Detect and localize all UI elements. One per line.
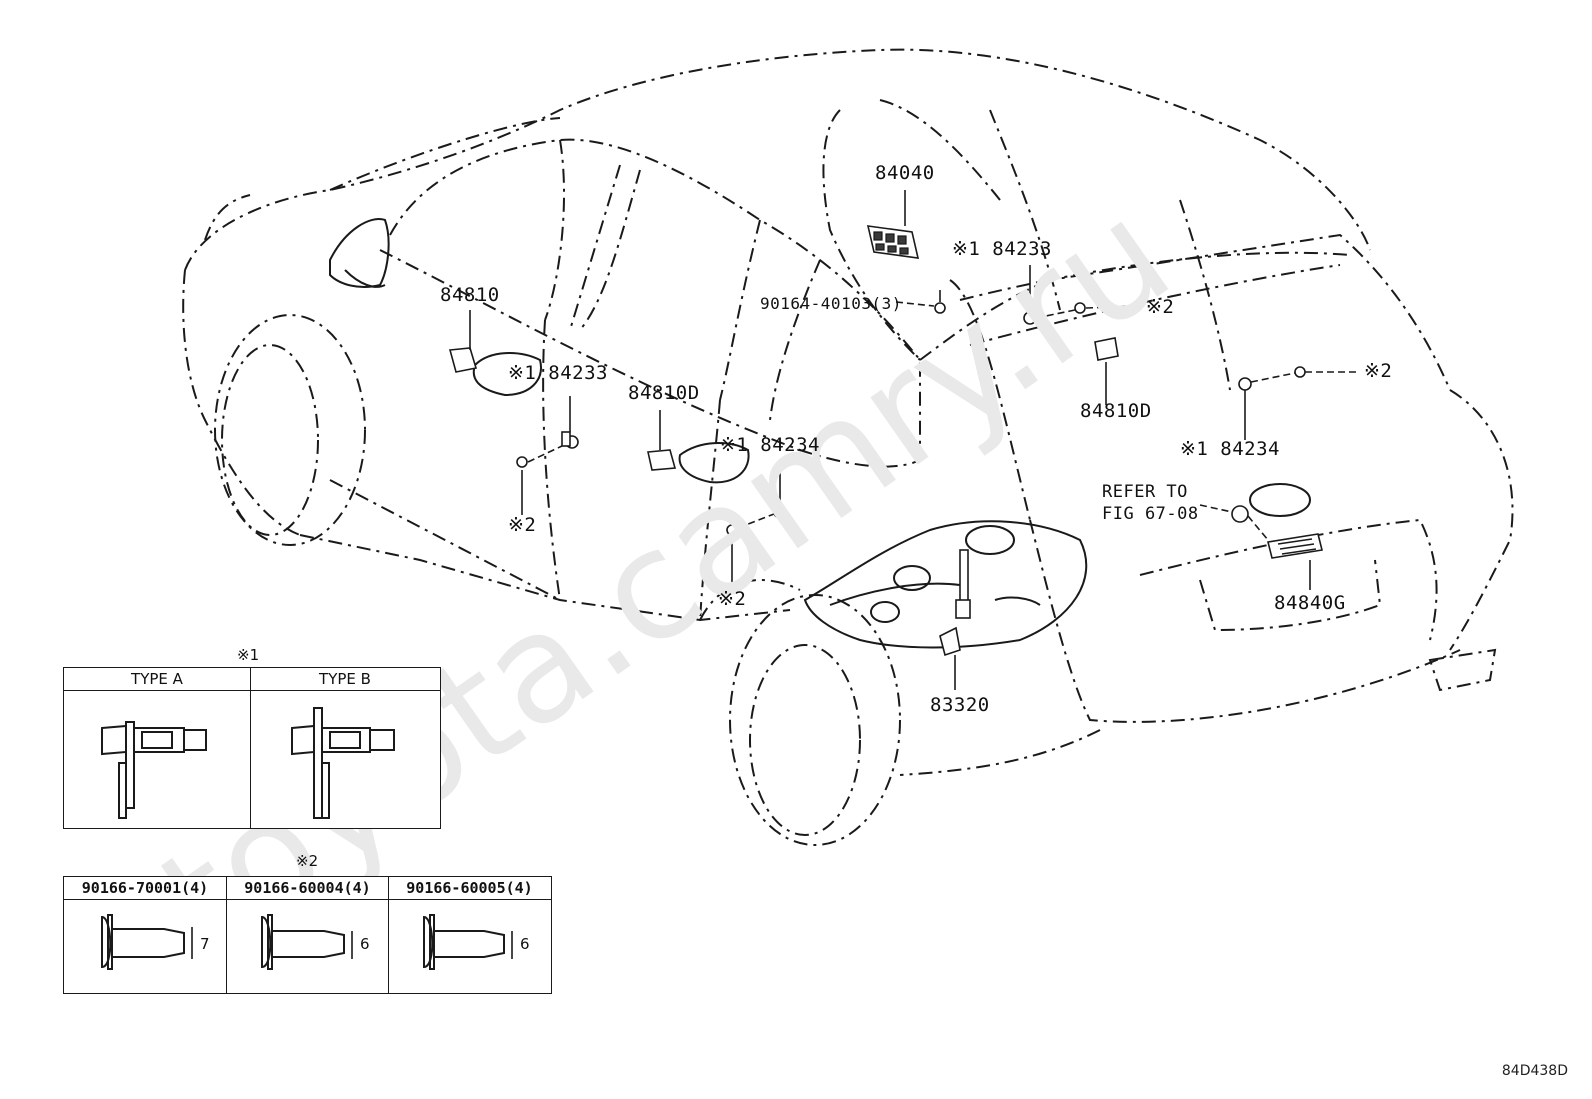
legend1-type-a-header: TYPE A [131,670,183,688]
legend2-table: 90166-70001(4) 90166-60004(4) 90166-6000… [63,876,552,994]
label-84810D-rear: 84810D [1080,400,1152,422]
label-s2-front-door: ※2 [508,514,537,536]
legend2-screw-drawings [101,914,513,970]
label-84810D-door: 84810D [628,382,700,404]
label-84840G: 84840G [1274,592,1346,614]
label-84234-hatch: ※1 84234 [1180,438,1280,460]
legend2-dim2: 6 [360,935,370,953]
label-84810: 84810 [440,284,500,306]
label-83320: 83320 [930,694,990,716]
legend2-dim1: 7 [200,935,210,953]
label-s2-hatch: ※2 [1364,360,1393,382]
label-s2-rear-top: ※2 [1146,296,1175,318]
part-84810D-door [647,449,677,471]
legend2-title: ※2 [296,852,319,870]
part-84233-front-door [561,431,579,449]
label-refer-line1: REFER TO [1102,482,1188,502]
legend2-col2-header: 90166-60004(4) [244,879,371,897]
diagram-code: 84D438D [1501,1063,1568,1079]
label-s2-rear-door: ※2 [718,588,747,610]
label-84234-door: ※1 84234 [720,434,820,456]
part-84040 [866,225,920,259]
legend2-dim3: 6 [520,935,530,953]
part-84810 [448,347,478,373]
label-refer-line2: FIG 67-08 [1102,504,1199,524]
part-84810D-rear [1094,337,1119,361]
part-84840G [1267,533,1323,559]
label-84233-rear: ※1 84233 [952,238,1052,260]
legend2-col1-header: 90166-70001(4) [81,879,209,897]
label-bolt-90164: 90164-40103(3) [760,294,902,313]
legend1-title: ※1 [237,646,260,664]
legend1-table: TYPE A TYPE B [63,667,441,829]
label-84040: 84040 [875,162,935,184]
legend1-clip-drawings [101,707,395,819]
legend1-type-b-header: TYPE B [319,670,371,688]
label-84233-front: ※1 84233 [508,362,608,384]
legend2-col3-header: 90166-60005(4) [406,879,533,897]
